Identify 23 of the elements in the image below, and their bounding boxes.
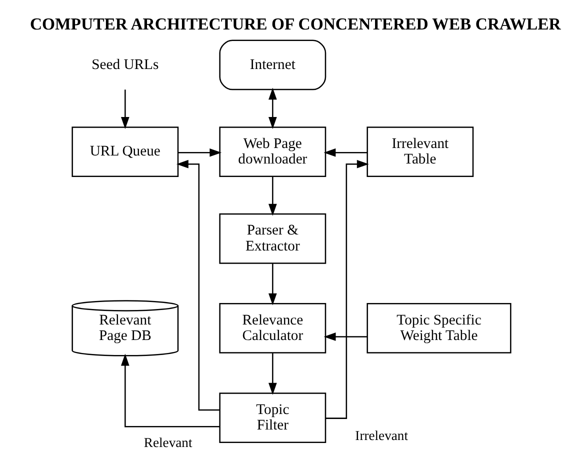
node-text: Seed URLs <box>92 56 159 72</box>
node-box: Topic Filter <box>219 392 326 442</box>
node-box: Parser & Extractor <box>219 212 326 264</box>
arrow <box>268 352 277 394</box>
arrow <box>120 89 130 128</box>
arrow <box>268 87 277 128</box>
edge-label: Relevant <box>144 434 192 450</box>
arrow <box>176 159 220 410</box>
node-box: Internet <box>219 39 326 90</box>
arrow <box>326 159 369 418</box>
node-box: Web Page downloader <box>219 126 326 177</box>
arrow <box>324 148 368 156</box>
node-box: Topic Specific Weight Table <box>366 302 512 353</box>
node-box: Relevance Calculator <box>219 302 326 353</box>
node-box: Irrelevant Table <box>366 126 474 177</box>
diagram-title: COMPUTER ARCHITECTURE OF CONCENTERED WEB CRAWLER <box>30 14 561 34</box>
arrow <box>120 353 220 427</box>
arrow <box>178 148 222 156</box>
arrow <box>324 332 368 340</box>
edge-label: Irrelevant <box>355 427 408 442</box>
arrow <box>268 176 277 216</box>
arrow <box>268 263 277 305</box>
node-box: URL Queue <box>72 126 179 177</box>
